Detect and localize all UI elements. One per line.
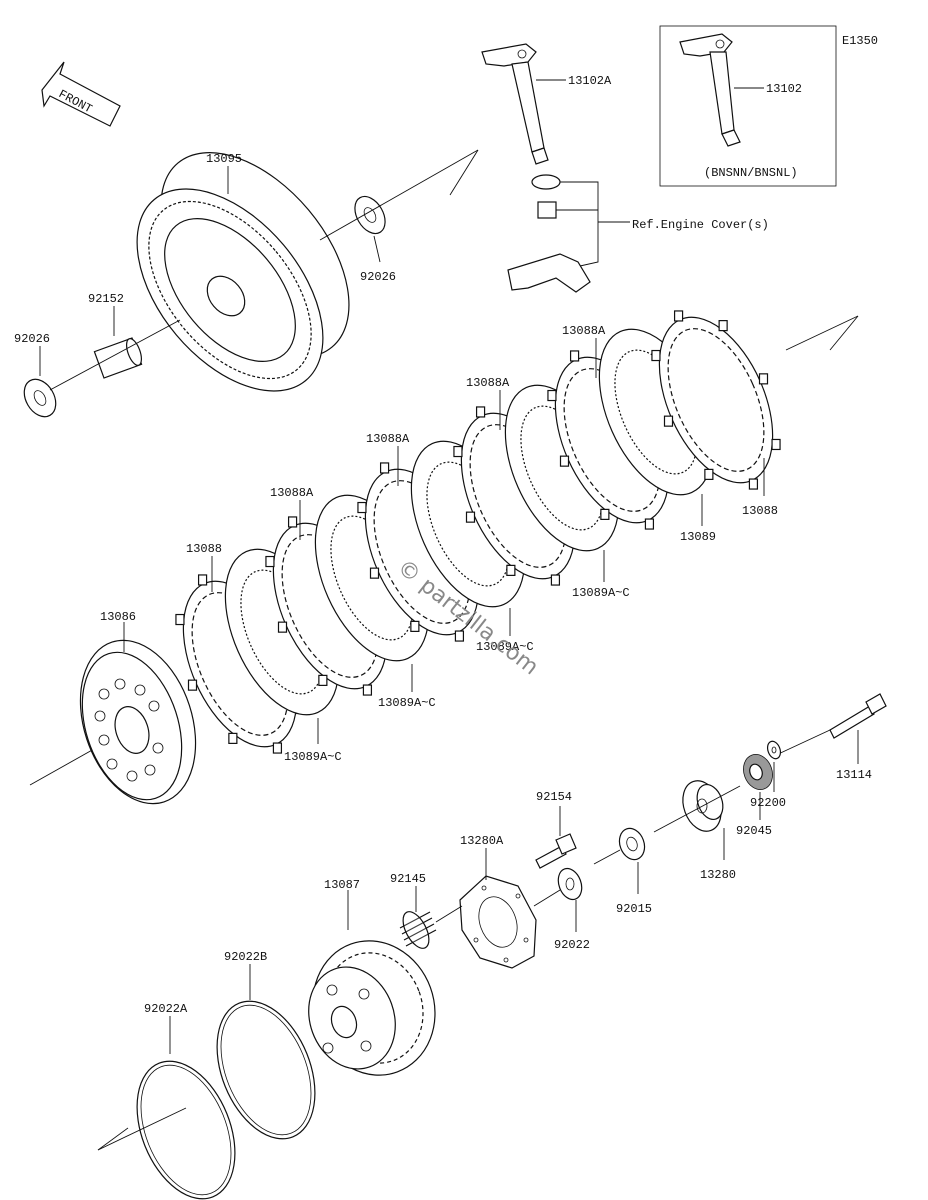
plate-tab — [758, 373, 769, 385]
ref-note: Ref.Engine Cover(s) — [632, 218, 769, 232]
diagram-code: E1350 — [842, 34, 878, 48]
label-92152: 92152 — [88, 292, 124, 306]
label-92154: 92154 — [536, 790, 572, 804]
clutch-housing-13095-icon — [136, 152, 350, 392]
label-13095: 13095 — [206, 152, 242, 166]
clutch-hub-13087-icon — [308, 940, 436, 1076]
label-13086: 13086 — [100, 610, 136, 624]
plate-tab — [718, 320, 728, 332]
plate-tab — [771, 438, 781, 451]
bolt-92154-icon — [535, 833, 577, 869]
plate-tab — [187, 679, 198, 691]
plate-tab — [651, 349, 661, 362]
plate-tab — [265, 555, 275, 568]
washer-92022-icon — [557, 867, 583, 901]
label-13089AC-1: 13089A~C — [572, 586, 630, 600]
label-92145: 92145 — [390, 872, 426, 886]
plate-tab — [379, 462, 390, 474]
label-13280: 13280 — [700, 868, 736, 882]
plate-tab — [362, 684, 373, 696]
label-92022B: 92022B — [224, 950, 267, 964]
label-92026-left: 92026 — [14, 332, 50, 346]
plate-tab — [550, 574, 561, 586]
plate-tab — [410, 620, 420, 632]
plate-tab — [277, 621, 288, 633]
label-92200: 92200 — [750, 796, 786, 810]
inset-box — [659, 25, 837, 187]
plate-tab — [475, 406, 486, 418]
plate-tab — [663, 415, 674, 427]
plate-tab — [644, 518, 655, 530]
label-92022: 92022 — [554, 938, 590, 952]
plate-tab — [506, 564, 516, 576]
washer-92200-icon — [766, 740, 782, 760]
plate-tab — [175, 613, 185, 626]
plate-tab — [559, 455, 570, 467]
plate-tab — [197, 574, 208, 586]
plate-tab — [228, 732, 238, 744]
ring-92022B-icon — [216, 1000, 316, 1140]
bolt-13114-icon — [829, 693, 887, 739]
label-13088A-3: 13088A — [366, 432, 410, 446]
label-13088A-1: 13088A — [562, 324, 606, 338]
label-92045: 92045 — [736, 824, 772, 838]
plate-tab — [673, 310, 684, 322]
plate-tab — [369, 567, 380, 579]
label-13102: 13102 — [766, 82, 802, 96]
plate-tab — [287, 516, 298, 528]
clutch-plate-stack — [175, 310, 781, 754]
plate-13280A-icon — [459, 875, 537, 969]
bearing-92045-icon — [743, 754, 773, 790]
label-13087: 13087 — [324, 878, 360, 892]
label-13280A: 13280A — [460, 834, 504, 848]
label-13089AC-2: 13089A~C — [476, 640, 534, 654]
label-13089AC-4: 13089A~C — [284, 750, 342, 764]
plate-tab — [357, 501, 367, 514]
variant-note: (BNSNN/BNSNL) — [704, 166, 798, 180]
label-13088-right: 13088 — [742, 504, 778, 518]
label-13114: 13114 — [836, 768, 872, 782]
washer-92026-icon — [23, 378, 57, 418]
label-92015: 92015 — [616, 902, 652, 916]
plate-tab — [454, 630, 465, 642]
plate-tab — [704, 468, 714, 480]
pressure-plate-13086-icon — [79, 639, 197, 805]
label-13088-left: 13088 — [186, 542, 222, 556]
needle-bearing-icon — [531, 174, 561, 190]
friction-plate-icon — [651, 310, 781, 490]
front-arrow-icon: FRONT — [41, 61, 121, 127]
label-92026-top: 92026 — [360, 270, 396, 284]
label-13088A-2: 13088A — [466, 376, 510, 390]
engine-cover-icon — [507, 253, 591, 293]
label-13088A-4: 13088A — [270, 486, 314, 500]
shaft-lever-13102-icon — [679, 33, 741, 147]
label-13089AC-3: 13089A~C — [378, 696, 436, 710]
washer-92026-icon — [354, 195, 386, 235]
nut-92015-icon — [618, 827, 646, 861]
shaft-lever-13102A-icon — [481, 43, 549, 165]
plate-tab — [465, 511, 476, 523]
spring-92145-icon — [399, 911, 437, 949]
plate-tab — [569, 350, 580, 362]
label-13089: 13089 — [680, 530, 716, 544]
sleeve-92152-icon — [93, 337, 143, 379]
label-92022A: 92022A — [144, 1002, 188, 1016]
ring-92022A-icon — [136, 1060, 236, 1200]
plate-tab — [272, 742, 283, 754]
plate-tab — [453, 445, 463, 458]
needle-bearing-icon — [537, 201, 557, 219]
plate-tab — [748, 478, 759, 490]
plate-tab — [318, 674, 328, 686]
label-13102A: 13102A — [568, 74, 612, 88]
plate-tab — [600, 508, 610, 520]
plate-tab — [547, 389, 557, 402]
